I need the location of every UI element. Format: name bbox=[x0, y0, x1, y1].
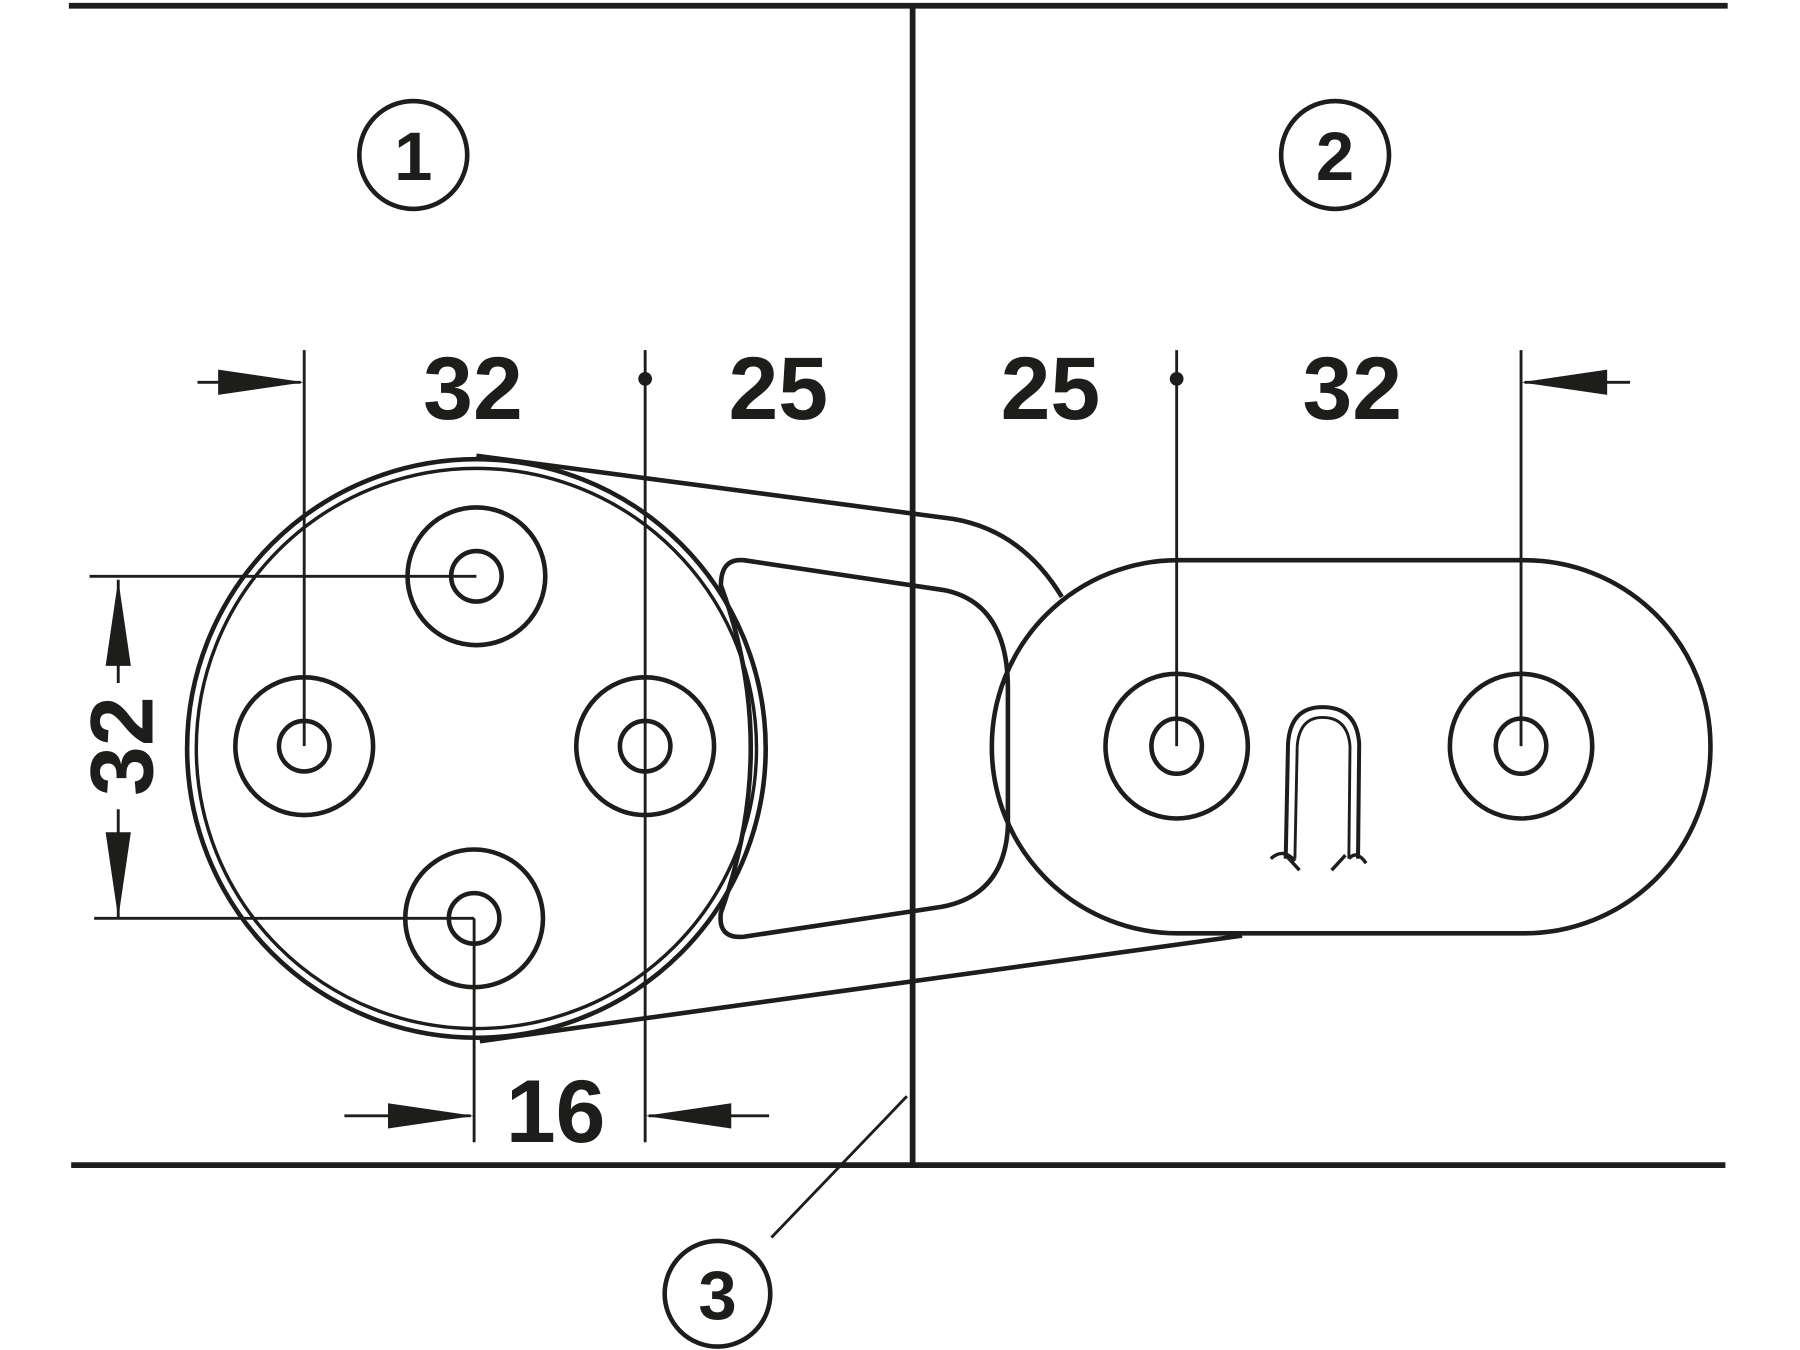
svg-text:2: 2 bbox=[1316, 118, 1354, 195]
label-panel-2: 2 bbox=[1278, 98, 1392, 212]
right-plate bbox=[989, 557, 1713, 936]
dimension-arrows bbox=[105, 369, 1608, 1129]
left-plate bbox=[184, 453, 1243, 1044]
dim-right-offset: 25 bbox=[1001, 338, 1101, 438]
dim-bottom-offset: 16 bbox=[506, 1061, 606, 1161]
hook-icon bbox=[1269, 705, 1368, 872]
dim-left-hole-spacing: 32 bbox=[423, 338, 523, 438]
label-joint-3: 3 bbox=[662, 1238, 773, 1349]
label-panel-1: 1 bbox=[357, 98, 470, 212]
svg-text:3: 3 bbox=[698, 1257, 736, 1334]
center-mark-left bbox=[638, 371, 653, 386]
dim-vertical-hole-spacing: 32 bbox=[72, 696, 172, 796]
center-mark-right bbox=[1169, 371, 1184, 386]
dimension-lines bbox=[89, 350, 1631, 1239]
dim-left-offset: 25 bbox=[729, 338, 829, 438]
svg-text:1: 1 bbox=[394, 118, 432, 195]
dim-right-hole-spacing: 32 bbox=[1302, 338, 1402, 438]
